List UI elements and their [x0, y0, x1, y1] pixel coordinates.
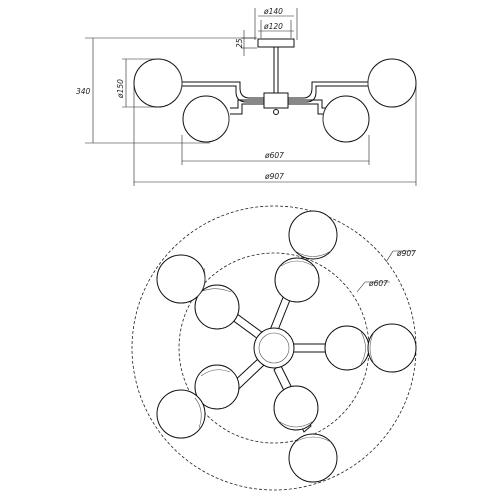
top-outer-circle-label: ø907	[396, 249, 416, 258]
outer-span-dimension: ø907	[133, 85, 417, 186]
top-globe-nw-outer	[156, 254, 206, 304]
arm-right-inner	[288, 99, 326, 109]
hub-finial	[273, 109, 279, 115]
top-hub	[253, 327, 295, 369]
top-globe-sw-inner	[194, 364, 240, 410]
outer-span-label: ø907	[264, 172, 284, 181]
inner-span-label: ø607	[264, 151, 284, 160]
globe-left-outer	[133, 58, 183, 108]
canopy-outer-label: ø140	[263, 7, 283, 16]
top-globe-n-outer	[288, 210, 338, 260]
inner-span-dimension: ø607	[181, 135, 370, 165]
top-globe-se-inner	[273, 385, 319, 431]
arm-left-outer	[182, 81, 264, 99]
globe-left-inner	[182, 95, 230, 143]
top-globe-sw-outer	[156, 389, 206, 439]
arm-left-inner	[230, 99, 264, 109]
canopy	[257, 38, 295, 48]
canopy-inner-label: ø120	[263, 22, 283, 31]
globe-right-inner	[322, 95, 370, 143]
globe-diameter-dimension: ø150	[116, 58, 160, 108]
globe-diameter-label: ø150	[116, 79, 125, 99]
arm-right-outer	[288, 81, 368, 99]
top-globe-e-inner	[324, 325, 370, 371]
canopy-height-label: 25	[235, 38, 244, 48]
top-leaders: ø907 ø607	[356, 249, 416, 293]
height-label: 340	[76, 87, 91, 96]
side-view: ø140 ø120 25	[76, 7, 417, 186]
top-globe-n-inner	[274, 257, 320, 303]
height-dimension: 340	[76, 37, 256, 144]
top-globe-se-outer	[288, 433, 338, 483]
top-inner-circle-label: ø607	[368, 279, 388, 288]
globe-right-outer	[367, 58, 417, 108]
canopy-dimensions: ø140 ø120	[254, 7, 298, 40]
canopy-height-dimension: 25	[235, 30, 257, 56]
hub	[263, 92, 289, 109]
top-globe-e-outer	[367, 323, 417, 373]
top-view: ø907 ø607	[131, 205, 417, 491]
top-globe-nw-inner	[194, 284, 240, 330]
